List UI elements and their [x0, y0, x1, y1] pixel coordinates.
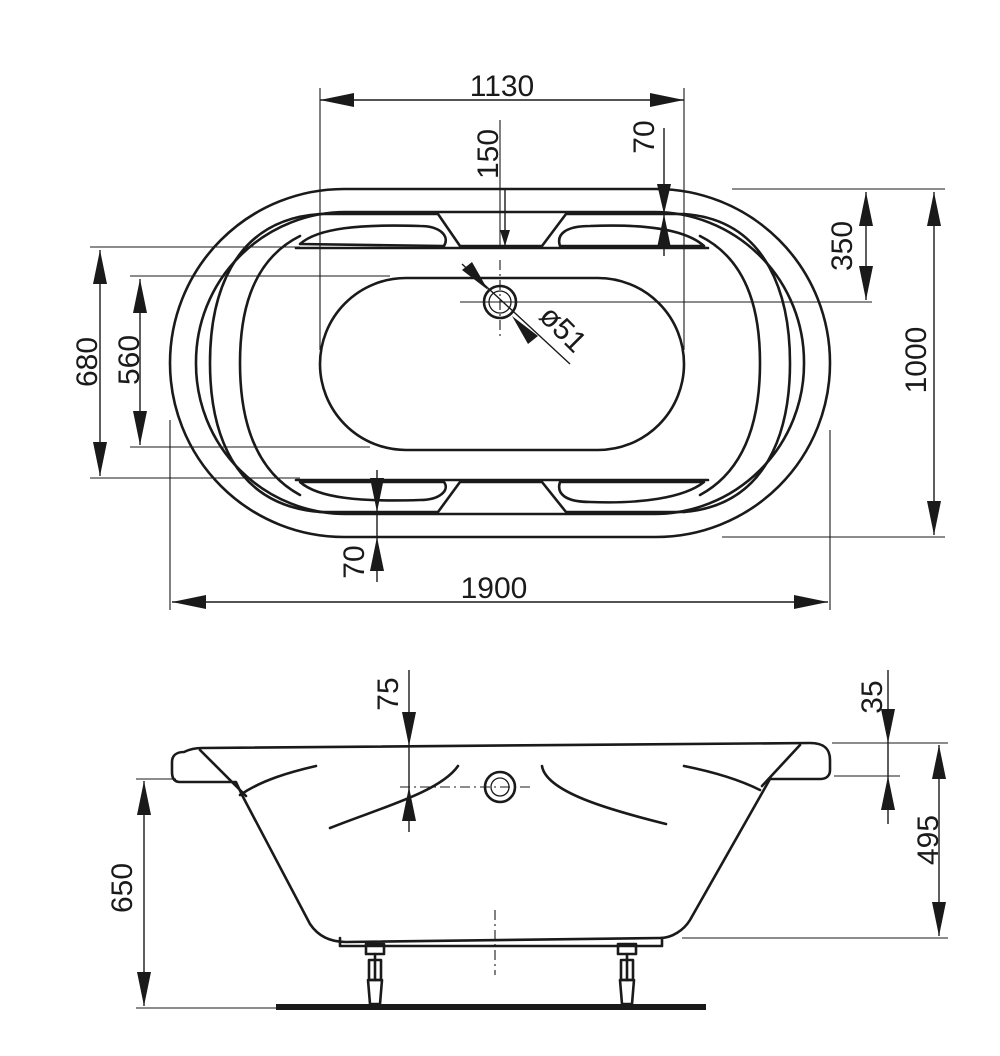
- right-rim-step: [760, 743, 802, 788]
- dim-1000-arrow-bottom: [927, 501, 941, 535]
- tub-side-body: [170, 741, 832, 944]
- dim-1000-label: 1000: [900, 327, 933, 394]
- dim-75-label: 75: [372, 677, 405, 710]
- dim-51-arrow-top: [462, 262, 488, 290]
- dim-1000-arrow-top: [927, 192, 941, 226]
- right-foot: [616, 942, 638, 1006]
- dim-75-arrow-down: [402, 712, 416, 746]
- dim-680-arrow-bottom: [93, 442, 107, 476]
- dim-650-label: 650: [106, 863, 139, 913]
- left-deck-curve: [208, 212, 322, 514]
- dim-560-label: 560: [113, 335, 146, 385]
- side-curve-left-upper: [238, 764, 318, 797]
- side-curve-right-lower: [540, 764, 668, 826]
- dim-70-bottom-arrow-up: [370, 537, 384, 571]
- dim-1130-arrow-left: [320, 93, 354, 107]
- left-foot: [364, 942, 386, 1006]
- dim-35-arrow-up: [881, 776, 895, 810]
- dim-1900-arrow-left: [172, 595, 206, 609]
- dim-560-arrow-top: [133, 279, 147, 313]
- side-curve-left-lower: [328, 764, 460, 830]
- dim-51-arrow-bottom: [512, 316, 538, 344]
- dim-150-label: 150: [472, 129, 505, 179]
- dim-680-arrow-top: [93, 250, 107, 284]
- dim-495-arrow-top: [932, 745, 946, 779]
- floor-line: [276, 1004, 706, 1010]
- dim-150-arrow: [500, 230, 510, 246]
- basin: [318, 276, 686, 452]
- bottom-left-pillow: [298, 480, 447, 502]
- right-inner-curve: [698, 234, 762, 497]
- dim-495-label: 495: [912, 815, 945, 865]
- dim-1900-label: 1900: [461, 572, 528, 605]
- tub-rim-inner: [194, 210, 806, 516]
- left-rim-step: [198, 748, 248, 798]
- dim-1900-arrow-right: [794, 595, 828, 609]
- bottom-right-pillow: [557, 480, 706, 504]
- dim-35-arrow-down: [881, 709, 895, 743]
- right-deck-curve: [682, 212, 792, 514]
- top-left-pillow: [298, 224, 447, 248]
- side-view: 75 35 495 650: [106, 670, 948, 1010]
- dim-560-arrow-bottom: [133, 411, 147, 445]
- dim-680-label: 680: [71, 337, 104, 387]
- dim-1130-label: 1130: [470, 70, 535, 103]
- dim-70-bottom-label: 70: [338, 545, 371, 578]
- tub-base: [338, 936, 664, 948]
- dim-495-arrow-bottom: [932, 902, 946, 936]
- left-inner-curve: [238, 234, 302, 497]
- dim-70-top-arrow-up: [657, 214, 671, 248]
- dim-350-arrow-top: [859, 192, 873, 226]
- dim-75-arrow-up: [402, 787, 416, 821]
- top-view: 1130 150 70 350 1000 680 560 ø: [71, 70, 945, 610]
- dim-70-bottom-arrow-down: [370, 478, 384, 512]
- dim-350-label: 350: [826, 221, 859, 271]
- dim-70-top-label: 70: [628, 120, 661, 153]
- top-headrest-notch: [318, 212, 686, 248]
- dim-650-arrow-top: [137, 781, 151, 815]
- dim-350-arrow-bottom: [859, 266, 873, 300]
- dim-1130-arrow-right: [650, 93, 684, 107]
- side-curve-right-upper: [682, 764, 762, 792]
- dim-650-arrow-bottom: [137, 972, 151, 1006]
- dim-35-label: 35: [856, 680, 889, 713]
- top-right-pillow: [557, 224, 706, 248]
- dim-51-label: ø51: [533, 299, 593, 359]
- bottom-headrest-notch: [318, 480, 686, 514]
- dim-70-top-arrow-down: [657, 184, 671, 214]
